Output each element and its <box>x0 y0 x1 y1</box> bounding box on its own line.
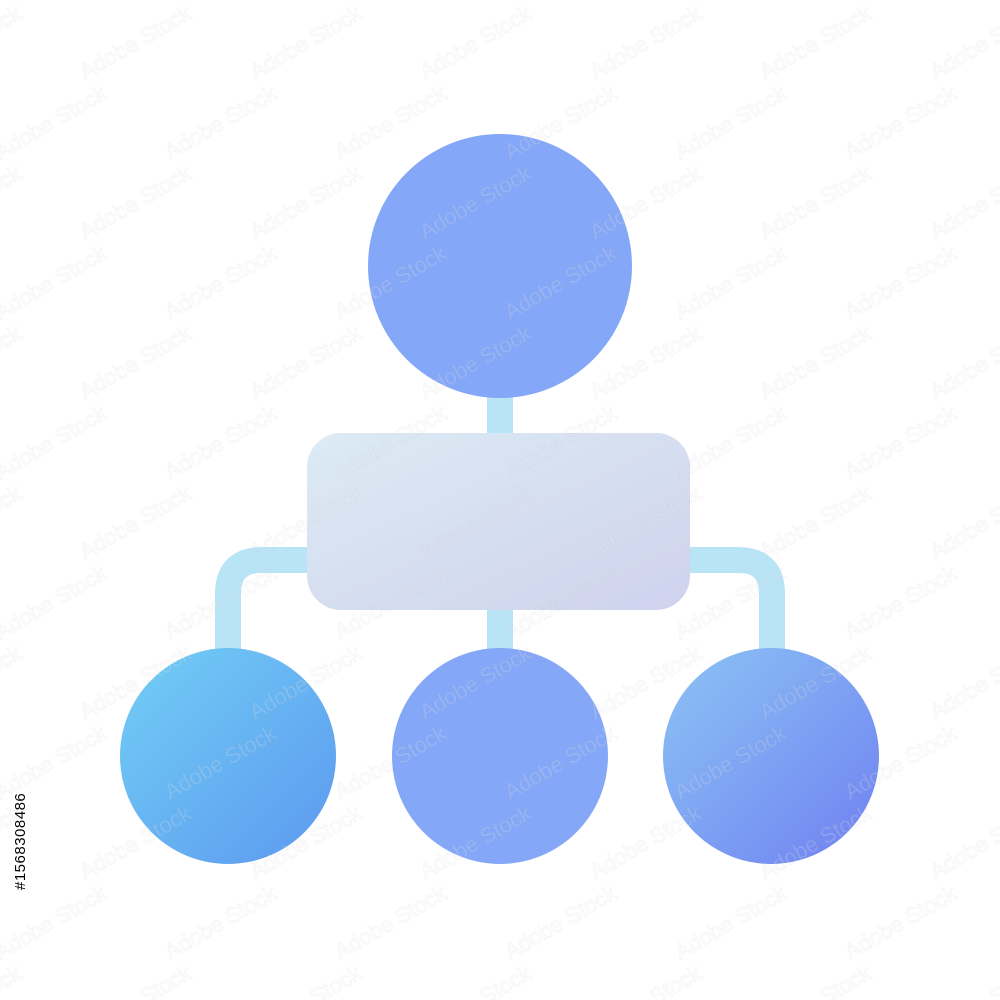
connector-lines <box>215 395 785 655</box>
child-node-center <box>392 648 608 864</box>
stock-id-label: #1568308486 <box>12 792 29 890</box>
child-node-right <box>663 648 879 864</box>
top-node-circle <box>368 134 632 398</box>
hub-box <box>307 433 690 610</box>
connector-right <box>688 547 785 655</box>
connector-left <box>215 547 312 655</box>
child-node-left <box>120 648 336 864</box>
